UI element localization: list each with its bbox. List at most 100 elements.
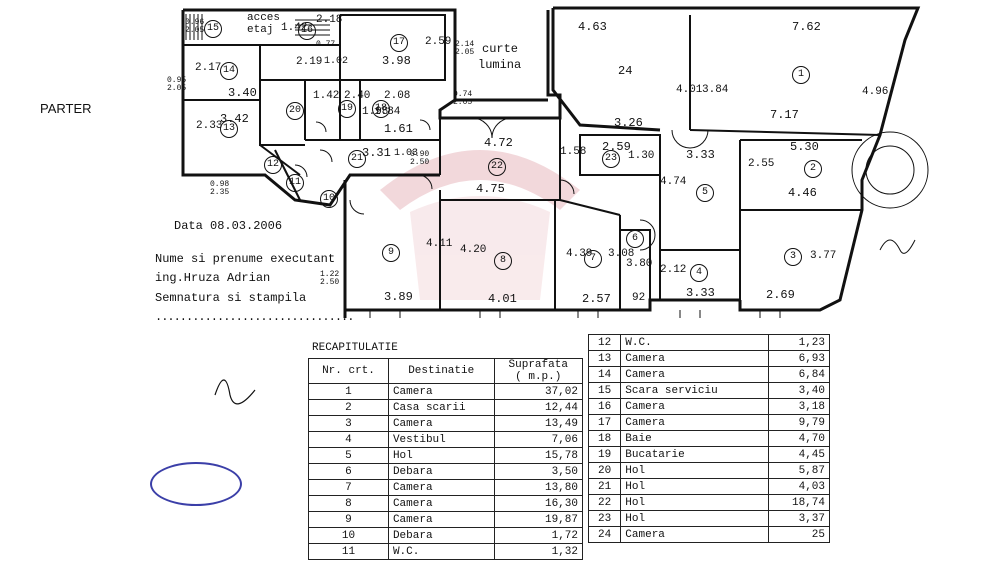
- cell-nr: 1: [308, 383, 389, 400]
- room-number: 8: [494, 252, 512, 270]
- cell-supr: 4,45: [767, 446, 831, 463]
- dimension-label: 1.30: [628, 150, 655, 162]
- signature-line: ................................: [155, 310, 354, 324]
- cell-dest: Camera: [620, 526, 769, 543]
- cell-nr: 14: [587, 366, 622, 383]
- cell-supr: 1,23: [767, 334, 831, 351]
- cell-nr: 6: [308, 463, 389, 480]
- dimension-label: 2.05: [185, 26, 205, 35]
- dimension-label: 3.84: [702, 84, 729, 96]
- cell-supr: 3,40: [767, 382, 831, 399]
- cell-supr: 1,72: [493, 527, 583, 544]
- dimension-label: 92: [632, 292, 646, 304]
- cell-nr: 7: [308, 479, 389, 496]
- dimension-label: 2.17: [195, 62, 222, 74]
- cell-dest: Camera: [387, 511, 495, 528]
- cell-supr: 3,50: [493, 463, 583, 480]
- executant-name: ing.Hruza Adrian: [155, 271, 271, 285]
- room-number: 5: [696, 184, 714, 202]
- cell-dest: Camera: [387, 479, 495, 496]
- cell-nr: 23: [587, 510, 622, 527]
- dimension-label: 7.62: [792, 20, 821, 34]
- dimension-label: 0.74: [453, 90, 473, 99]
- room-number: 11: [286, 174, 304, 192]
- cell-nr: 9: [308, 511, 389, 528]
- access-label: acces: [247, 12, 281, 24]
- dimension-label: 2.40: [344, 90, 371, 102]
- dimension-label: 1.22: [320, 270, 340, 279]
- cell-nr: 17: [587, 414, 622, 431]
- dimension-label: 2.55: [748, 158, 775, 170]
- dimension-label: 4.63: [578, 20, 607, 34]
- cell-supr: 13,49: [493, 415, 583, 432]
- room-number: 17: [390, 34, 408, 52]
- dimension-label: 2.33: [196, 120, 223, 132]
- cell-nr: 22: [587, 494, 622, 511]
- room-number: 6: [626, 230, 644, 248]
- courtyard-label: curte: [482, 42, 519, 56]
- dimension-label: 3.42: [220, 112, 249, 126]
- cell-supr: 37,02: [493, 383, 583, 400]
- cell-dest: Scara serviciu: [620, 382, 769, 399]
- room-number: 2: [804, 160, 822, 178]
- dimension-label: 2.50: [410, 158, 430, 167]
- courtyard-label-2: lumina: [478, 58, 522, 72]
- dimension-label: 4.01: [488, 292, 517, 306]
- dimension-label: 2.50: [320, 278, 340, 287]
- dimension-label: 2.59: [602, 140, 631, 154]
- cell-dest: Camera: [387, 415, 495, 432]
- room-number: 22: [488, 158, 506, 176]
- dimension-label: 24: [618, 64, 633, 78]
- cell-dest: Hol: [620, 510, 769, 527]
- signature-left: [214, 379, 256, 405]
- cell-supr: 16,30: [493, 495, 583, 512]
- access-label-2: etaj: [247, 24, 274, 36]
- cell-nr: 11: [308, 543, 389, 560]
- room-number: 7: [584, 250, 602, 268]
- dimension-label: 2.59: [425, 36, 452, 48]
- cell-nr: 21: [587, 478, 622, 495]
- dimension-label: 3.40: [228, 86, 257, 100]
- cell-dest: W.C.: [387, 543, 495, 560]
- dimension-label: 1.42: [313, 90, 340, 102]
- room-number: 13: [220, 120, 238, 138]
- cell-nr: 18: [587, 430, 622, 447]
- cell-dest: Debara: [387, 527, 495, 544]
- dimension-label: 2.12: [660, 264, 687, 276]
- dimension-label: 3.33: [686, 286, 715, 300]
- cell-supr: 3,18: [767, 398, 831, 415]
- cell-dest: Hol: [620, 478, 769, 495]
- cell-dest: Baie: [620, 430, 769, 447]
- dimension-label: 0.95: [167, 76, 187, 85]
- room-number: 3: [784, 248, 802, 266]
- room-number: 10: [320, 190, 338, 208]
- room-number: 23: [602, 150, 620, 168]
- room-number: 21: [348, 150, 366, 168]
- dimension-label: 3.08: [608, 248, 635, 260]
- dimension-label: 4.01: [676, 84, 703, 96]
- dimension-label: 4.75: [476, 182, 505, 196]
- cell-supr: 6,84: [767, 366, 831, 383]
- dimension-label: 2.69: [766, 288, 795, 302]
- cell-supr: 9,79: [767, 414, 831, 431]
- dimension-label: 2.14: [455, 40, 475, 49]
- dimension-label: 3.33: [686, 148, 715, 162]
- page-label: PARTER: [40, 101, 92, 116]
- cell-nr: 2: [308, 399, 389, 416]
- cell-supr: 6,93: [767, 350, 831, 367]
- cell-nr: 5: [308, 447, 389, 464]
- cell-dest: W.C.: [620, 334, 769, 351]
- dimension-label: 2.05: [453, 98, 473, 107]
